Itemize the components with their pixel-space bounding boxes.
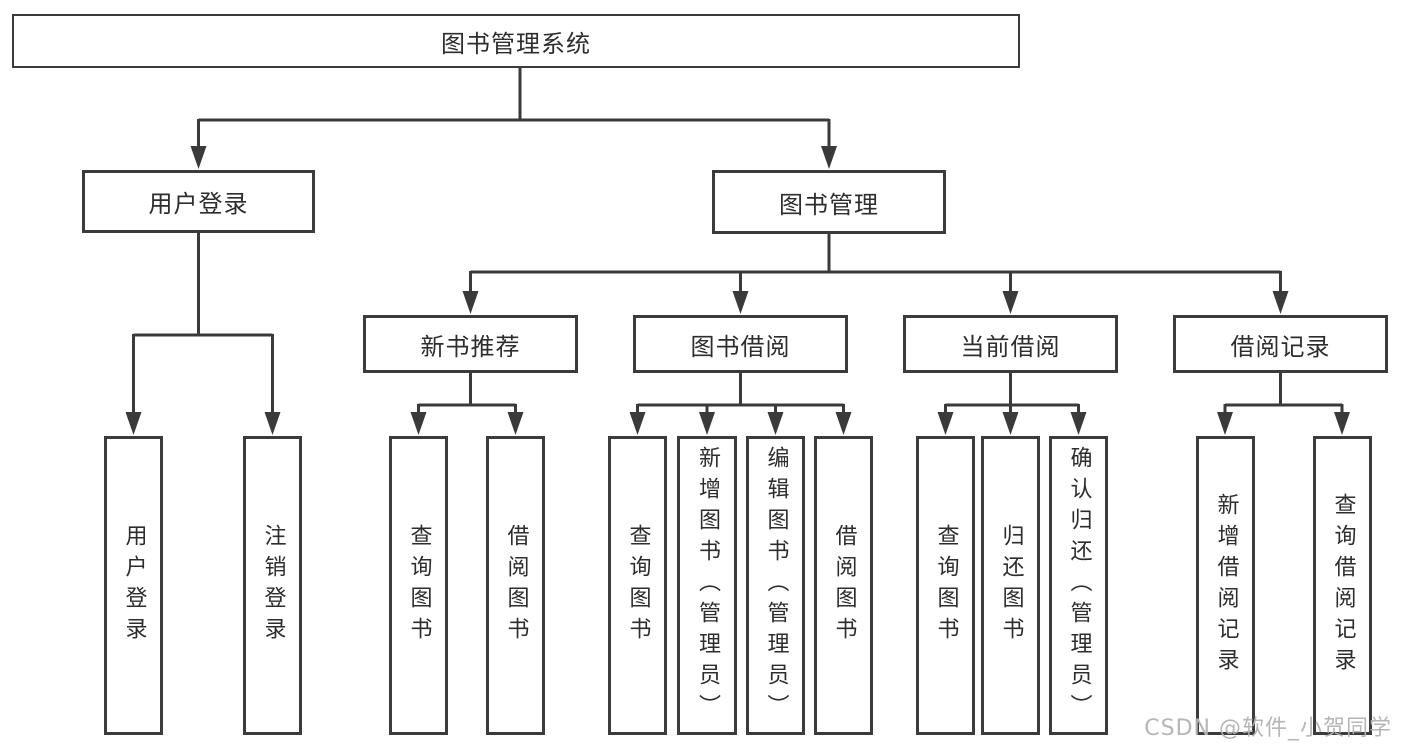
node-leaf-user-login: 用户登录 [104,436,163,735]
node-leaf-user-login-label: 用户登录 [121,523,147,648]
node-new-book-recommend: 新书推荐 [363,315,578,373]
node-leaf-add-books-admin-label: 新增图书（管理员） [695,446,720,725]
node-current-borrow-label: 当前借阅 [960,332,1061,361]
node-leaf-add-borrow-record: 新增借阅记录 [1196,436,1255,735]
node-leaf-return-books: 归还图书 [981,436,1040,735]
node-leaf-recommend-query-books-label: 查询图书 [406,523,432,648]
node-root-system: 图书管理系统 [12,14,1020,68]
node-leaf-borrow-query-books-label: 查询图书 [625,523,651,648]
node-user-login: 用户登录 [82,170,315,233]
node-book-management-label: 图书管理 [779,190,879,219]
csdn-watermark: CSDN @软件_小贺同学 [1144,716,1392,741]
node-leaf-edit-books-admin-label: 编辑图书（管理员） [763,446,789,725]
node-leaf-borrow-books-label: 借阅图书 [831,523,857,648]
node-current-borrow: 当前借阅 [903,315,1118,373]
node-leaf-recommend-borrow-books-label: 借阅图书 [503,523,529,648]
node-root-label: 图书管理系统 [441,29,591,58]
node-book-management: 图书管理 [712,170,946,234]
node-leaf-add-borrow-record-label: 新增借阅记录 [1213,492,1239,679]
node-leaf-borrow-books: 借阅图书 [814,436,873,735]
node-leaf-return-books-label: 归还图书 [998,523,1024,648]
node-user-login-label: 用户登录 [148,190,249,218]
node-leaf-query-borrow-record-label: 查询借阅记录 [1330,492,1356,679]
node-borrow-records: 借阅记录 [1173,315,1388,373]
node-leaf-confirm-return-admin-label: 确认归还（管理员） [1066,446,1092,725]
node-leaf-recommend-query-books: 查询图书 [389,436,448,735]
node-leaf-edit-books-admin: 编辑图书（管理员） [746,436,805,735]
node-leaf-query-borrow-record: 查询借阅记录 [1313,436,1372,735]
node-leaf-confirm-return-admin: 确认归还（管理员） [1049,436,1108,735]
node-leaf-recommend-borrow-books: 借阅图书 [486,436,545,735]
node-book-borrow: 图书借阅 [633,315,848,373]
node-book-borrow-label: 图书借阅 [690,332,791,361]
node-leaf-add-books-admin: 新增图书（管理员） [677,436,737,735]
node-leaf-logout-label: 注销登录 [260,523,286,648]
node-leaf-logout: 注销登录 [243,436,302,735]
node-leaf-current-query-books: 查询图书 [916,436,975,735]
node-borrow-records-label: 借阅记录 [1230,332,1331,361]
node-new-book-recommend-label: 新书推荐 [420,332,521,361]
node-leaf-current-query-books-label: 查询图书 [933,523,959,648]
node-leaf-borrow-query-books: 查询图书 [608,436,667,735]
